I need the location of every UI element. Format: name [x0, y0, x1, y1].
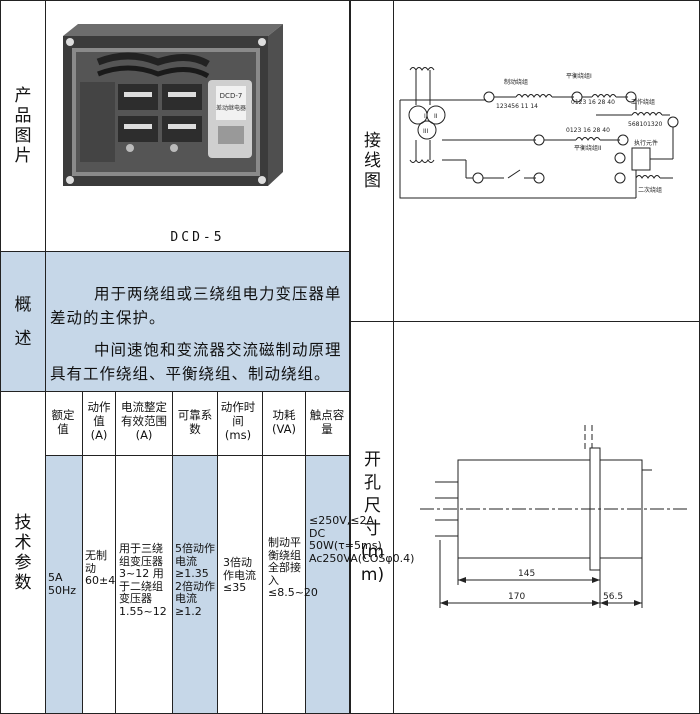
cutout-drawing: 145 170 56.5 — [400, 420, 696, 620]
header-current-range: 电流整定有效范围(A) — [121, 400, 167, 442]
value-current-range: 用于三绕组变压器3~12 用于二绕组变压器1.55~12 — [119, 542, 167, 618]
cutout-label: 开孔尺寸(mm) — [360, 449, 385, 585]
core-label-3: III — [423, 128, 429, 135]
actuator-label: 执行元件 — [634, 139, 658, 147]
brake-taps-label: 123456 11 14 — [496, 103, 538, 110]
balance2-taps-label: 0123 16 28 40 — [566, 127, 610, 134]
value-contact-capacity: ≤250V,≤2A DC 50W(τ=5ms) Ac250VA(COSφ0.4) — [309, 514, 415, 565]
work-winding-label: 工作绕组 — [631, 98, 655, 106]
value-power: 制动平衡绕组全部接入≤8.5~20 — [268, 536, 318, 599]
header-rated: 额定值 — [51, 408, 75, 436]
value-reliability: 5倍动作电流≥1.35 2倍动作电流≥1.2 — [175, 542, 215, 618]
overview-paragraph-1: 用于两绕组或三绕组电力变压器单差动的主保护。 — [50, 285, 342, 327]
header-operate-value: 动作值(A) — [87, 400, 111, 442]
model-caption: DCD-5 — [170, 230, 225, 245]
balance1-taps-label: 0123 16 28 40 — [571, 99, 615, 106]
product-image-label: 产品图片 — [14, 85, 32, 166]
core-label-2: II — [434, 113, 438, 120]
header-power: 功耗(VA) — [272, 408, 296, 436]
balance2-label: 平衡绕组II — [574, 144, 602, 152]
secondary-winding-label: 二次绕组 — [638, 186, 662, 194]
wiring-diagram: I II III 制动绕组 123456 11 14 平衡绕组I 0123 16… — [396, 60, 696, 205]
dim-56-5: 56.5 — [603, 592, 623, 602]
core-label-1: I — [424, 113, 426, 120]
value-operate-time: 3倍动作电流≤35 — [223, 556, 256, 594]
dim-145: 145 — [518, 569, 535, 579]
dim-170: 170 — [508, 592, 525, 602]
device-label-type: 差动继电器 — [216, 104, 246, 112]
brake-winding-label: 制动绕组 — [504, 78, 528, 86]
product-photo: DCD-7 差动继电器 — [58, 22, 288, 192]
header-reliability: 可靠系数 — [177, 408, 213, 436]
overview-label: 概述 — [14, 294, 32, 349]
overview-text: 用于两绕组或三绕组电力变压器单差动的主保护。 中间速饱和变流器交流磁制动原理具有… — [50, 282, 346, 386]
balance1-label: 平衡绕组I — [566, 72, 592, 80]
header-operate-time: 动作时间(ms) — [220, 400, 256, 442]
device-label-model: DCD-7 — [220, 92, 243, 100]
overview-paragraph-2: 中间速饱和变流器交流磁制动原理具有工作绕组、平衡绕组、制动绕组。 — [50, 341, 342, 383]
wiring-label: 接线图 — [364, 130, 381, 191]
value-rated: 5A 50Hz — [48, 571, 77, 597]
work-taps-label: 568101320 — [628, 121, 663, 128]
header-contact-capacity: 触点容量 — [309, 408, 345, 436]
tech-params-label: 技术参数 — [14, 512, 32, 593]
value-operate: 无制动60±4 — [85, 549, 116, 587]
